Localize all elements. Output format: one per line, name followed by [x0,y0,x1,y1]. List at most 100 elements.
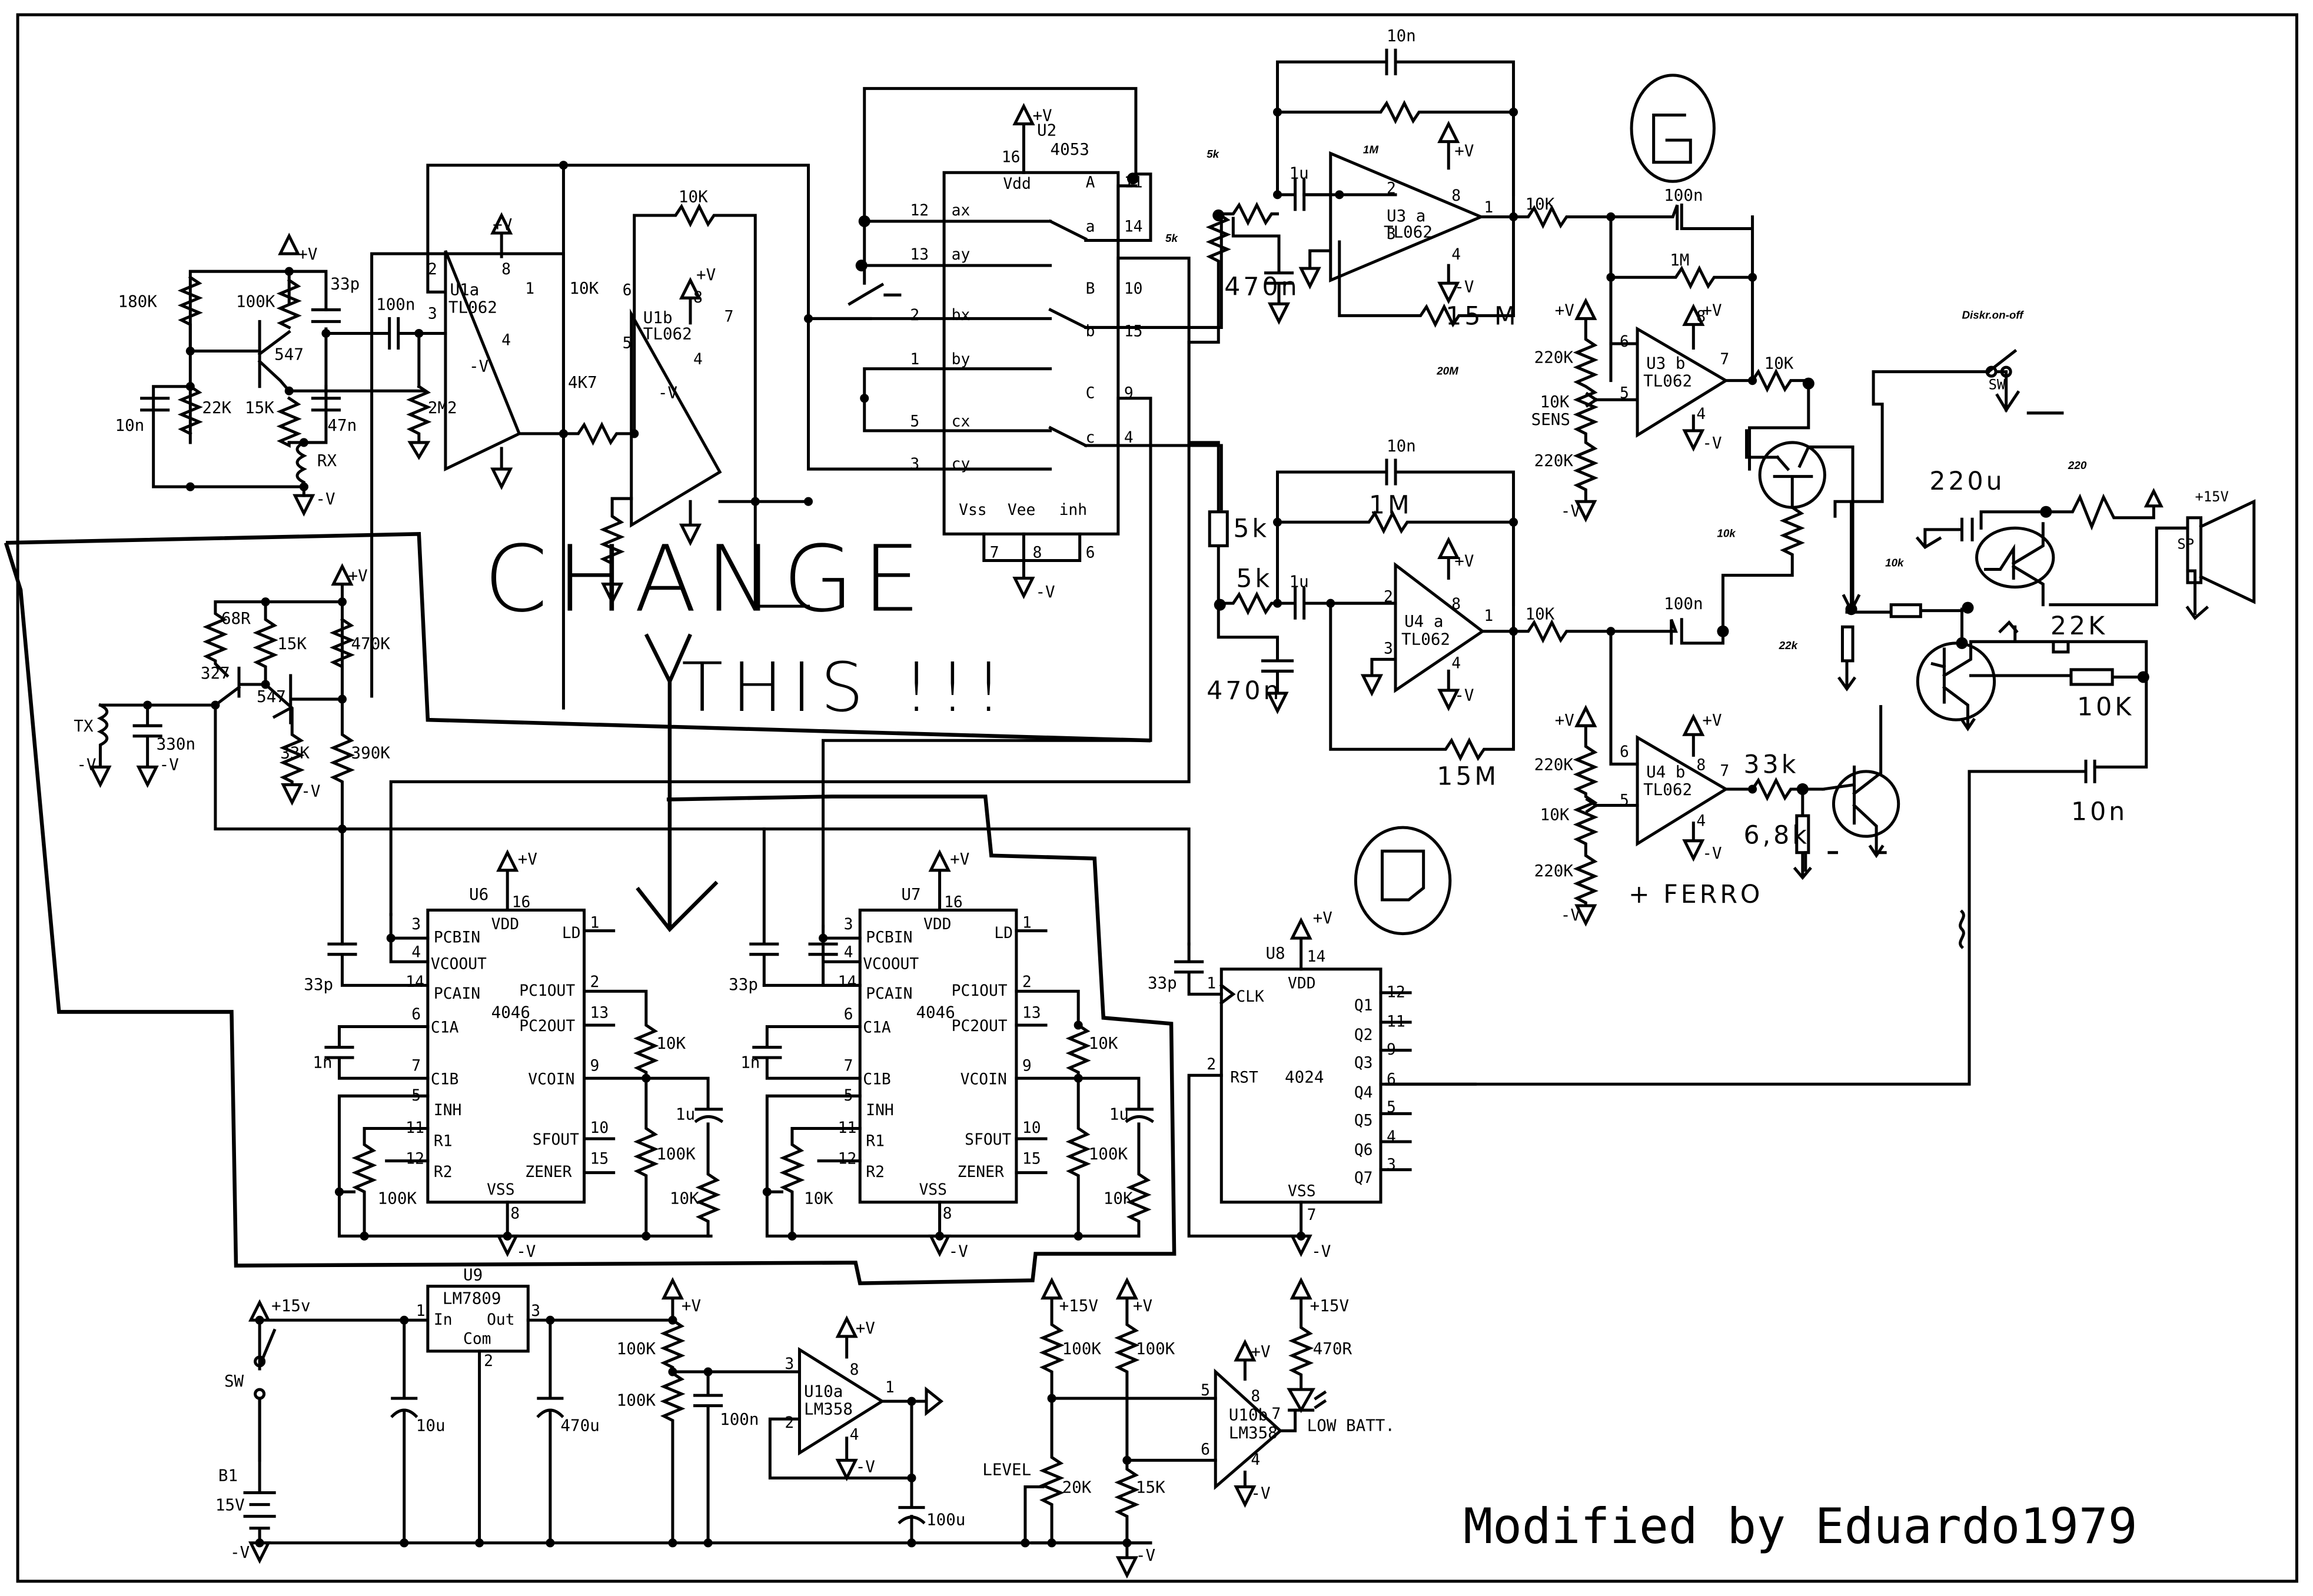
u1b-pin5: 5 [623,335,632,353]
regulator-pin1: 1 [416,1302,426,1320]
u10a-part: LM358 [804,1399,853,1419]
u3a-rin-label: 5k [1207,148,1219,160]
u8-4024: U8 14 +V VDD VSS 7 -V CLK 1 RST 2 4024 3… [1148,908,1477,1261]
u2-name: U2 [1037,121,1056,140]
u7-pcbin: PCBIN [866,929,912,947]
u1-r4k7-label: 4K7 [568,373,597,392]
u7-c1a: C1A [863,1019,891,1037]
regulator-in-label: In [434,1311,453,1329]
u4b-part: TL062 [1643,780,1692,799]
u3a-cfb-label: 10n [1387,26,1416,45]
u7-r10k-b-label: 10K [1104,1188,1133,1208]
u8-q7: Q7 [1354,1169,1373,1187]
lowbatt-supply-c: +15V [1310,1296,1349,1315]
u7-r100k-label: 100K [1089,1144,1128,1163]
u2-vminus: -V [1035,582,1055,601]
u10a-pin4: 4 [850,1426,859,1444]
u7-pcain: PCAIN [866,985,912,1003]
u3a-rpot-label: 5k [1165,232,1178,244]
u10a-name: U10a [804,1382,843,1401]
u1b-pin8: 8 [693,289,703,307]
u4a-cout-label: 100n [1664,594,1703,613]
u8-q1: Q1 [1354,997,1373,1015]
u4a-pin1: 1 [1484,607,1493,625]
u1a-pin8: 8 [501,261,511,278]
tx-vminus-coil: -V [77,754,96,774]
u7-r1: R1 [866,1133,885,1151]
u2-pin8: 8 [1032,544,1042,561]
u4a-rin-label: 5k [1236,564,1272,594]
output-switch-label: SW [1989,377,2006,393]
u7-c33p-label: 33p [729,975,758,994]
u6-sfout: SFOUT [533,1131,579,1149]
handdrawn-wire [4,532,1177,1285]
u7-name: U7 [901,885,920,904]
u8-q4: Q4 [1354,1084,1373,1102]
u7-pc1out: PC1OUT [952,982,1008,1000]
lowbatt-supply-b: +V [1133,1296,1152,1315]
u2-body [942,171,1120,536]
u7-pin15: 15 [1022,1151,1041,1168]
u4b-pot-vminus: -V [1561,905,1580,925]
rx-c10n-label: 10n [115,415,144,435]
u10a-pin2: 2 [785,1414,794,1432]
power-c470u-label: 470u [560,1415,599,1435]
tx-r390k-label: 390K [351,743,391,762]
u10b-pin8: 8 [1251,1388,1260,1405]
u2-label-B: B [1086,280,1095,298]
u2-label-c: c [1086,429,1095,447]
tx-r33k-label: 33K [280,743,310,762]
u10a-vplus: +V [856,1318,875,1338]
u1b-pin4: 4 [693,351,703,368]
u8-q5: Q5 [1354,1112,1373,1129]
rx-preamp: 180K 100K 33p 100n 547 22K 10n 15K 47n R… [115,232,565,710]
u4b-vplus: +V [1702,710,1722,730]
u2-pin-ay: 13 [910,246,929,264]
u7-pin7: 7 [844,1058,853,1075]
u10b-part: LM358 [1229,1423,1278,1442]
u3b-vplus: +V [1702,300,1722,320]
output-supply-label: +15V [2195,488,2228,505]
power-vplus-label: +V [682,1296,701,1315]
tx-oscillator: 68R 15K 470K 327 547 TX 330n 33K 390K +V… [74,563,1191,987]
u7-zener: ZENER [958,1163,1004,1181]
u3a-rbig-note: 20M [1436,365,1458,377]
u6-r1: R1 [434,1133,453,1151]
u2-label-ax: ax [952,202,971,220]
u1b-pin6: 6 [623,281,632,299]
u8-vplus: +V [1313,908,1332,927]
power-cdiv-label: 100n [720,1409,759,1429]
u10a-pin8: 8 [850,1361,859,1379]
u6-pin15: 15 [590,1151,609,1168]
u6-pin9: 9 [590,1058,600,1075]
u4a-rseries-label: 5k [1233,514,1270,543]
output-r220-label: 220 [2068,459,2087,471]
u6-name: U6 [469,885,488,904]
u3-filter: 10n 1M 5k 5k 1u 470n 15 M 20M U3 a TL062… [1165,26,1814,523]
u1-rfb-label: 10K [679,187,708,206]
u2-vplus: +V [1032,106,1052,125]
output-r22k-label: 22k [1779,639,1799,651]
u6-pin2: 2 [590,973,600,991]
tx-c330n-label: 330n [157,734,195,753]
u1a-pin2: 2 [428,261,437,278]
page-border [16,13,2298,1583]
u7-pin13: 13 [1022,1004,1041,1022]
u2-label-A: A [1086,174,1095,191]
u6-vcoin: VCOIN [528,1070,574,1088]
u10b-vplus: +V [1251,1342,1270,1361]
ferro-annotation: + FERRO [1629,880,1763,909]
u3a-rout-label: 10K [1526,194,1555,214]
tx-r15k-label: 15K [277,634,307,653]
u6-pin5: 5 [411,1087,421,1105]
u3b-pin8: 8 [1696,308,1706,325]
u4b-rgnd-label: 6,8k [1744,821,1810,850]
u3b-vminus: -V [1702,433,1722,453]
output-stage: Diskr.on-off SW 10k 10k 22k 220u 220 +15… [1385,308,2256,1086]
u2-pin-ax: 12 [910,202,929,220]
regulator-pin2: 2 [484,1352,493,1370]
u8-q3: Q3 [1354,1055,1373,1072]
rx-coil-label: RX [317,451,337,470]
u8-vminus: -V [1311,1242,1331,1261]
change-text: CHANGE [484,526,929,633]
